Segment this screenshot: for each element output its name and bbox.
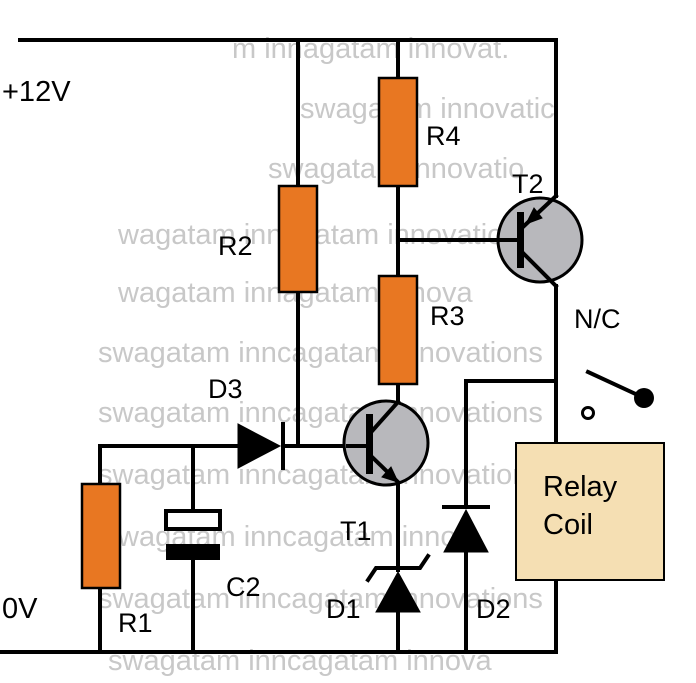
watermark: swagatam inncagatam innovations <box>98 397 543 429</box>
label-r3: R3 <box>430 301 465 331</box>
transistor-base-bar <box>366 414 373 474</box>
diode-triangle <box>443 508 489 553</box>
label-r4: R4 <box>426 121 461 151</box>
resistor-r2 <box>277 184 319 294</box>
diode-triangle <box>237 423 282 469</box>
label-t1: T1 <box>340 516 372 546</box>
label-contact: N/C <box>574 304 621 334</box>
diode-d3 <box>237 422 285 470</box>
label-positive-rail: +12V <box>2 76 71 108</box>
label-d2: D2 <box>476 594 511 624</box>
transistor-emitter-arrow <box>524 207 543 225</box>
label-d3: D3 <box>208 374 243 404</box>
transistor-base-bar <box>517 212 524 268</box>
watermark: swagatam inncagatam innovations <box>98 459 543 491</box>
capacitor-c2 <box>164 509 222 560</box>
resistor-r4 <box>377 76 419 188</box>
label-t2: T2 <box>512 169 544 199</box>
watermark: swagatam inncagatam innova <box>108 645 493 677</box>
contact-terminal <box>581 406 595 420</box>
watermark: swagatam innovatic <box>300 93 555 125</box>
contact-terminal-pivot <box>634 388 654 408</box>
wiring <box>0 38 643 654</box>
transistor-t2 <box>496 193 584 289</box>
capacitor-plate-positive <box>164 509 222 531</box>
watermark: swagatam inncagatam innovations <box>98 337 543 369</box>
transistor-collector-lead <box>370 399 401 433</box>
diode-triangle <box>375 570 421 613</box>
watermark: swagatam inncagatam innovations <box>98 583 543 615</box>
label-r1: R1 <box>118 608 153 638</box>
zener-bar <box>365 553 431 583</box>
capacitor-plate-negative <box>166 544 220 560</box>
transistor-t1 <box>342 399 430 487</box>
relay-coil <box>515 442 665 581</box>
label-d1: D1 <box>326 594 361 624</box>
zener-diode-d1 <box>365 553 431 613</box>
resistor-r1 <box>80 482 122 590</box>
resistor-r3 <box>377 274 419 386</box>
label-r2: R2 <box>218 231 253 261</box>
label-c2: C2 <box>226 572 261 602</box>
label-ground-rail: 0V <box>2 593 38 625</box>
transistor-collector-lead <box>521 251 559 289</box>
watermark-layer: m innagatam innovat. swagatam innovatic … <box>98 33 555 677</box>
relay-coil-label-line1: Relay <box>543 471 618 503</box>
switch-blade <box>585 369 643 399</box>
transistor-emitter-arrow <box>381 466 399 483</box>
watermark: m innagatam innovat. <box>232 33 509 65</box>
relay-coil-label-line2: Coil <box>543 509 593 541</box>
transistor-body <box>342 399 430 487</box>
diode-d2 <box>442 505 490 553</box>
